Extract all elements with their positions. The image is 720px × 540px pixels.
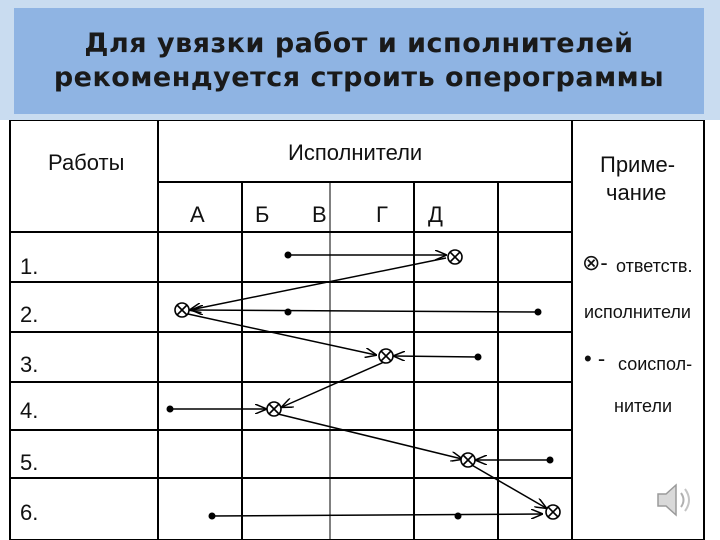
row-label-5: 5.: [20, 450, 38, 475]
column-label-v: В: [312, 202, 327, 227]
title-line-1: Для увязки работ и исполнителей: [84, 28, 634, 59]
row3-arrow: [394, 356, 479, 357]
title-bar: Для увязки работ и исполнителей рекоменд…: [0, 0, 720, 120]
operogram-table: Работы Исполнители Приме- чание А Б В Г …: [9, 120, 705, 540]
grid-lines: [9, 120, 705, 540]
column-label-g: Г: [376, 202, 388, 227]
title-line-2: рекомендуется строить оперограммы: [53, 62, 665, 93]
row2-arrow: [192, 310, 539, 312]
note-header-line2: чание: [606, 180, 666, 205]
row6-arrow: [211, 514, 542, 516]
coexecutor-dots: [166, 251, 554, 520]
row-label-3: 3.: [20, 352, 38, 377]
link-2-to-3: [187, 313, 376, 355]
responsible-marks: [174, 249, 561, 520]
note-header-line1: Приме-: [600, 152, 675, 177]
operogram-sheet: Работы Исполнители Приме- чание А Б В Г …: [0, 120, 720, 540]
operogram-lines: [170, 255, 550, 516]
responsible-mark: [378, 348, 394, 364]
responsible-mark: [447, 249, 463, 265]
speaker-icon[interactable]: [652, 478, 696, 522]
coexecutor-dot: [534, 308, 542, 316]
coexecutor-dot: [546, 456, 554, 464]
coexecutor-dot: [208, 512, 216, 520]
row-label-2: 2.: [20, 302, 38, 327]
responsible-mark: [460, 452, 476, 468]
legend-responsible-text-2: исполнители: [584, 302, 691, 322]
link-5-to-6: [469, 463, 546, 508]
legend-coexecutor-text-1: соиспол-: [618, 354, 692, 374]
coexecutor-dot: [166, 405, 174, 413]
column-label-a: А: [190, 202, 205, 227]
row-label-1: 1.: [20, 254, 38, 279]
coexecutor-dot: [454, 512, 462, 520]
link-3-to-4: [282, 361, 385, 407]
link-4-to-5: [277, 413, 462, 459]
legend-coexecutor-symbol: • -: [584, 346, 605, 371]
coexecutor-dot: [284, 308, 292, 316]
works-header: Работы: [48, 150, 124, 175]
performers-header: Исполнители: [288, 140, 422, 165]
responsible-mark: [545, 504, 561, 520]
column-label-b: Б: [255, 202, 269, 227]
coexecutor-dot: [284, 251, 292, 259]
title-panel: Для увязки работ и исполнителей рекоменд…: [14, 8, 704, 114]
row-label-4: 4.: [20, 398, 38, 423]
column-label-d: Д: [428, 202, 443, 227]
responsible-mark: [174, 302, 190, 318]
legend-responsible-symbol: ⊗-: [582, 250, 608, 275]
legend-coexecutor-text-2: нители: [614, 396, 672, 416]
row-label-6: 6.: [20, 500, 38, 525]
coexecutor-dot: [474, 353, 482, 361]
legend-responsible-text-1: ответств.: [616, 256, 692, 276]
link-1-to-2: [190, 257, 447, 310]
responsible-mark: [266, 401, 282, 417]
